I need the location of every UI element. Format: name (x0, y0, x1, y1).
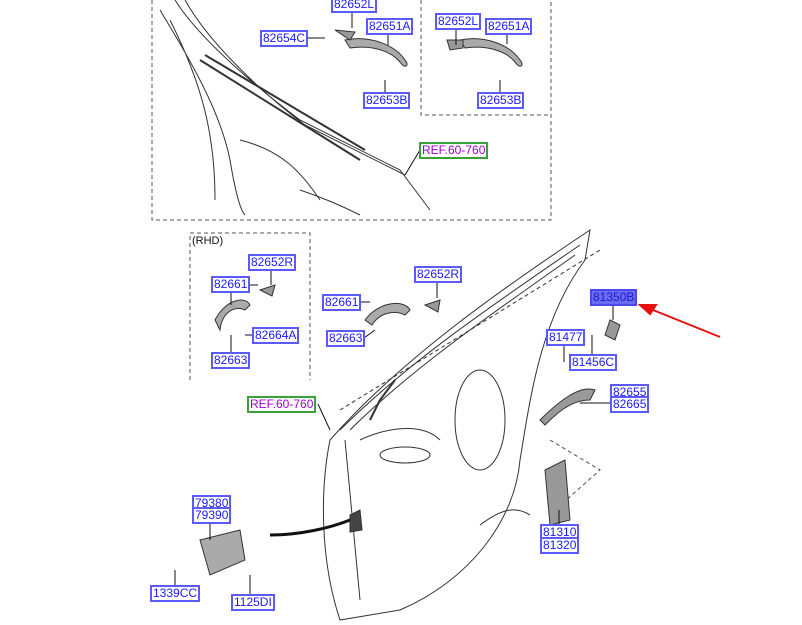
part-label-81456C[interactable]: 81456C (569, 354, 618, 371)
part-label-82652R-rhd[interactable]: 82652R (248, 254, 297, 271)
part-label-82653B[interactable]: 82653B (363, 92, 411, 109)
part-label-81477[interactable]: 81477 (546, 329, 586, 346)
ref-link-main[interactable]: REF.60-760 (247, 396, 317, 413)
rhd-section-label: (RHD) (192, 235, 224, 247)
red-arrow (637, 304, 721, 338)
rhd-dashed-box (189, 232, 311, 380)
inset-dashed-box (420, 0, 551, 116)
part-label-82661-rhd[interactable]: 82661 (211, 276, 251, 293)
part-label-82654C[interactable]: 82654C (260, 30, 309, 47)
part-label-81320[interactable]: 81320 (540, 537, 580, 554)
top-group-dashed-box (151, 0, 552, 221)
part-label-82663-rhd[interactable]: 82663 (211, 352, 251, 369)
ref-link-top[interactable]: REF.60-760 (419, 142, 489, 159)
part-label-82652L-inset[interactable]: 82652L (435, 13, 482, 30)
part-label-82665[interactable]: 82665 (610, 396, 650, 413)
part-label-1125DI[interactable]: 1125DI (231, 594, 275, 611)
part-label-1339CC[interactable]: 1339CC (150, 585, 201, 602)
part-label-82652R[interactable]: 82652R (414, 266, 463, 283)
part-label-82653B-inset[interactable]: 82653B (477, 92, 525, 109)
part-label-81350B-highlighted[interactable]: 81350B (590, 289, 638, 306)
part-label-82663[interactable]: 82663 (326, 330, 366, 347)
part-label-82661[interactable]: 82661 (322, 294, 362, 311)
part-label-82651A[interactable]: 82651A (366, 18, 414, 35)
part-label-82652L[interactable]: 82652L (331, 0, 378, 13)
part-label-82664A-rhd[interactable]: 82664A (252, 327, 300, 344)
part-label-82651A-inset[interactable]: 82651A (485, 18, 533, 35)
part-label-79390[interactable]: 79390 (192, 507, 232, 524)
